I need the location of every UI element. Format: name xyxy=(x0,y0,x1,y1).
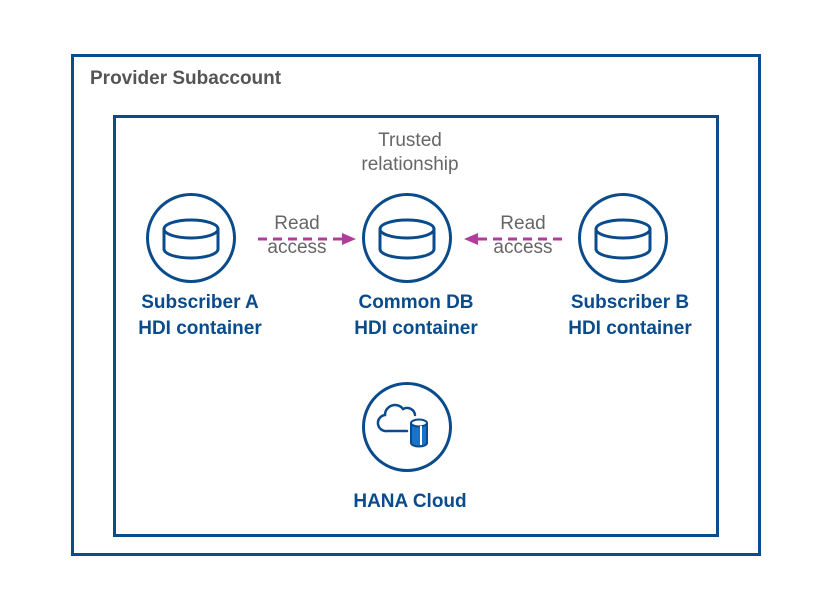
subscriber-a-type: HDI container xyxy=(138,318,262,339)
right-arrow-label: Read access xyxy=(478,212,568,260)
trusted-line1: Trusted xyxy=(378,130,442,151)
subscriber-b-name: Subscriber B xyxy=(570,292,690,313)
right-read-access-arrow xyxy=(464,233,562,245)
common-db-name: Common DB xyxy=(358,292,474,313)
right-arrow-label-line1: Read xyxy=(500,213,546,234)
common-db-node xyxy=(362,193,452,283)
common-db-label: Common DB HDI container xyxy=(316,290,516,342)
left-arrow-label: Read access xyxy=(252,212,342,260)
hana-cloud-label: HANA Cloud xyxy=(353,491,467,512)
subscriber-a-label: Subscriber A HDI container xyxy=(100,290,300,342)
hana-cloud-box xyxy=(113,115,719,537)
database-icon xyxy=(378,218,436,260)
database-icon xyxy=(594,218,652,260)
subscriber-a-name: Subscriber A xyxy=(141,292,259,313)
database-icon xyxy=(162,218,220,260)
left-arrow-label-line1: Read xyxy=(274,213,320,234)
subscriber-b-label: Subscriber B HDI container xyxy=(530,290,730,342)
right-arrow-label-line2: access xyxy=(493,237,553,258)
cloud-database-icon xyxy=(376,403,428,448)
hana-cloud-node xyxy=(362,382,452,472)
trusted-relationship-label: Trusted relationship xyxy=(330,129,490,177)
trusted-line2: relationship xyxy=(361,154,459,175)
provider-subaccount-box xyxy=(71,54,761,556)
common-db-type: HDI container xyxy=(354,318,478,339)
subscriber-a-node xyxy=(146,193,236,283)
provider-subaccount-title: Provider Subaccount xyxy=(90,68,282,89)
subscriber-b-node xyxy=(578,193,668,283)
left-read-access-arrow xyxy=(258,233,356,245)
left-arrow-label-line2: access xyxy=(267,237,327,258)
subscriber-b-type: HDI container xyxy=(568,318,692,339)
